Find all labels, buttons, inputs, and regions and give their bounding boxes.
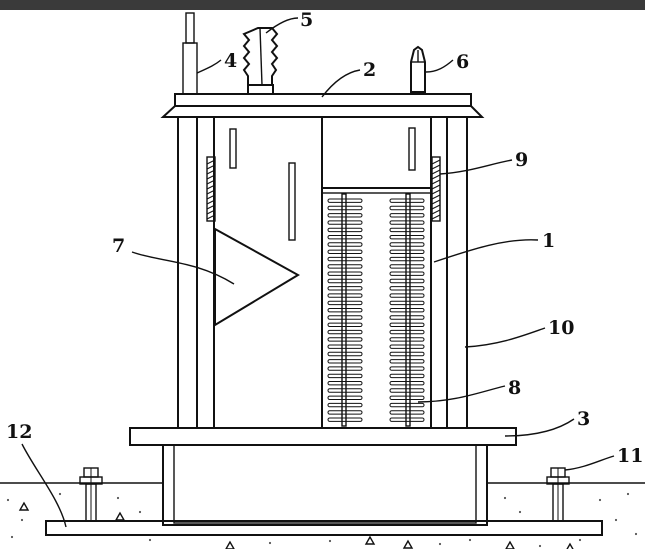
leader-line-12 [21,443,67,528]
label-4: 4 [224,50,237,72]
label-6: 6 [456,51,469,73]
bolt-left [79,467,103,522]
rubber-pad-left [206,156,216,222]
leader-line-10 [464,327,546,348]
leader-line-4 [196,59,222,74]
label-12: 12 [6,421,32,443]
leader-line-6 [425,59,454,73]
leader-line-11 [564,455,615,471]
rod [182,12,198,95]
base-plate [45,520,603,536]
leader-line-7 [131,251,235,285]
leader-line-2 [321,69,361,98]
label-10: 10 [548,317,574,339]
leader-line-1 [433,239,539,263]
leader-lines [21,17,615,528]
foundation-pit [162,444,488,526]
top-bar [0,0,645,10]
leader-line-9 [439,159,513,175]
leader-line-8 [417,385,506,403]
label-2: 2 [363,59,376,81]
triangle-indicator [214,227,300,327]
platform [129,427,517,446]
bolt-right [546,467,570,522]
label-5: 5 [300,9,313,31]
terminal [410,45,426,93]
label-3: 3 [577,408,590,430]
leader-line-3 [504,418,575,437]
label-7: 7 [112,235,125,257]
leader-line-5 [265,17,299,34]
label-9: 9 [515,149,528,171]
rubber-pad-right [431,156,441,222]
bushing [242,27,279,95]
label-11: 11 [617,445,643,467]
heat-sink [321,187,432,429]
label-8: 8 [508,377,521,399]
ground [0,482,645,549]
top-cover [160,93,485,118]
vent-slots [229,127,416,241]
label-1: 1 [542,230,555,252]
